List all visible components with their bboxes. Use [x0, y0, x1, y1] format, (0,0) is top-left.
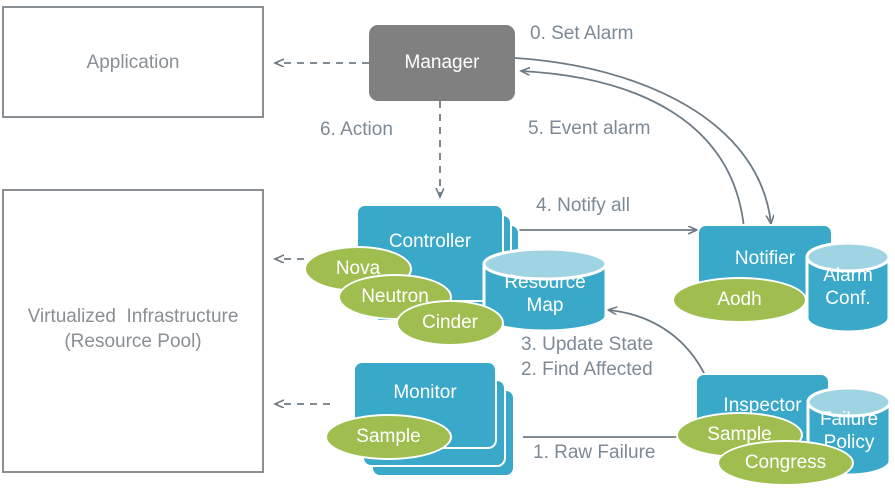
service-cinder[interactable] [396, 300, 504, 346]
application-box-label: Application [86, 52, 180, 73]
infrastructure-box-label: Virtualized Infrastructure (Resource Poo… [27, 306, 239, 352]
flow-label-find-affected: 2. Find Affected [521, 359, 653, 380]
application-box[interactable] [2, 6, 264, 118]
flow-label-update-state: 3. Update State [521, 334, 654, 355]
datastore-resource-map[interactable] [482, 248, 608, 332]
service-sample-monitor[interactable] [325, 414, 452, 460]
infrastructure-box[interactable] [2, 189, 264, 473]
connector-event-alarm [521, 71, 745, 229]
node-manager[interactable] [369, 25, 515, 101]
flow-label-action: 6. Action [320, 119, 393, 140]
flow-label-raw-failure: 1. Raw Failure [533, 442, 656, 463]
flow-label-set-alarm: 0. Set Alarm [530, 23, 634, 44]
service-aodh[interactable] [672, 277, 807, 323]
connector-inspector-resourcemap [608, 310, 706, 376]
flow-label-notify-all: 4. Notify all [536, 195, 630, 216]
connector-set-alarm [514, 57, 771, 224]
datastore-alarm-conf[interactable] [805, 242, 891, 334]
flow-label-event-alarm: 5. Event alarm [528, 118, 651, 139]
service-congress[interactable] [717, 440, 854, 486]
